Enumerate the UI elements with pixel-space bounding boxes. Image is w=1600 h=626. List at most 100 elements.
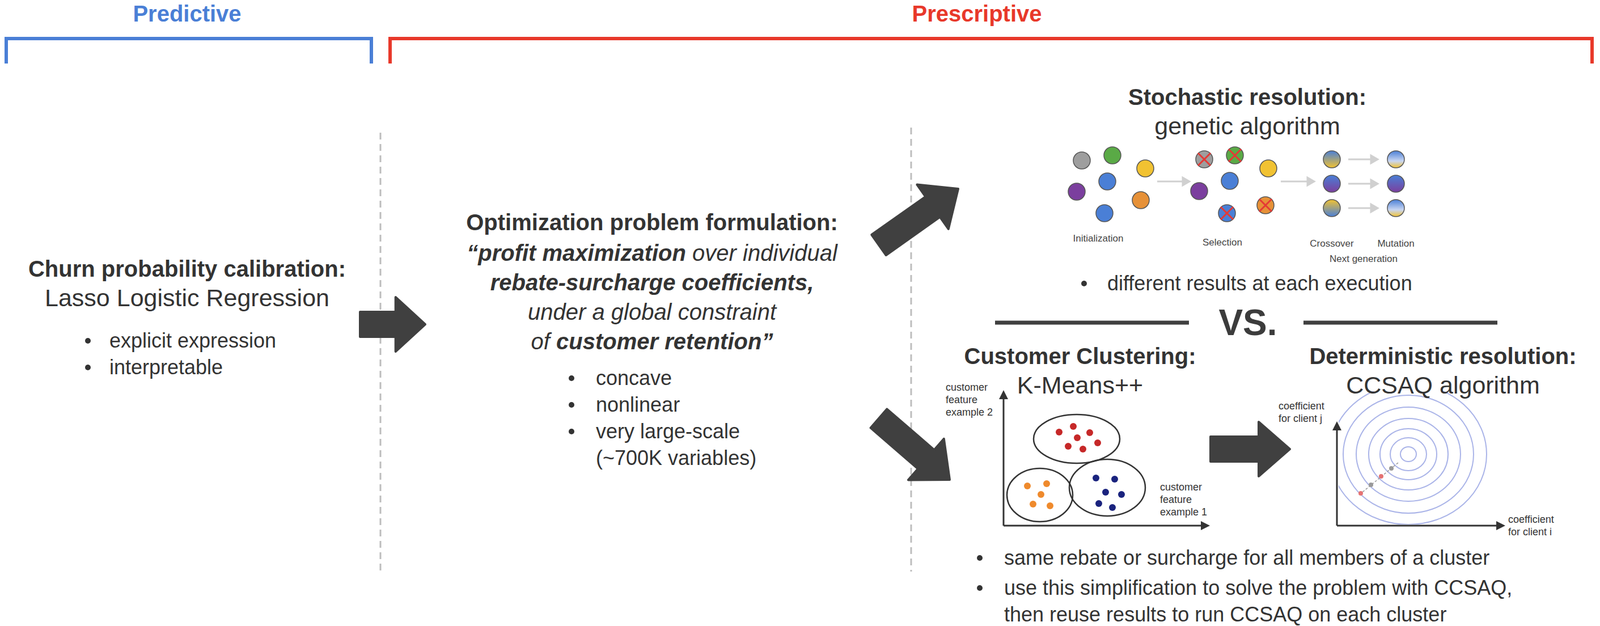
quote-word: maximization (542, 240, 687, 266)
node-subtitle: Lasso Logistic Regression (14, 282, 361, 313)
iterate (1368, 482, 1374, 488)
individual (1195, 150, 1213, 168)
individual (1218, 204, 1236, 222)
bullet-text: concave (595, 364, 672, 392)
label-box: Next generation (1306, 253, 1421, 265)
offspring (1323, 199, 1341, 217)
block-arrow (871, 184, 959, 256)
label-text: Next generation (1306, 253, 1421, 265)
cluster-points (1055, 422, 1102, 453)
quote-word: coefficients, (682, 269, 815, 295)
text-group: Optimization problem formulation: “profit… (425, 208, 879, 476)
block-arrow (360, 297, 426, 352)
axis (1003, 525, 1204, 527)
point (1086, 429, 1094, 437)
quote-word: customer (556, 328, 659, 354)
bullet-text: nonlinear (595, 391, 680, 418)
point (1092, 474, 1100, 482)
vs-rule (995, 320, 1189, 325)
point (1037, 490, 1045, 498)
label-text: Predictive (73, 0, 301, 28)
individual (1221, 172, 1239, 190)
label-text: VS. (1191, 300, 1305, 345)
point (1118, 490, 1125, 498)
label-box: Initialization (1052, 233, 1144, 245)
bullet-text: use this simplification to solve the pro… (1004, 574, 1538, 626)
bullet-dot (1081, 280, 1087, 287)
quote-word: global (611, 299, 672, 325)
bullet-item: different results at each execution (958, 269, 1537, 297)
node-title: Optimization problem formulation: (425, 208, 879, 236)
label-text: coefficient for client j (1278, 399, 1331, 425)
bullet-dot (568, 375, 575, 382)
cluster-outline (1006, 468, 1073, 522)
label-text: Crossover (1297, 238, 1366, 250)
rejection-marks (1198, 149, 1272, 220)
axis-head (1496, 521, 1506, 531)
quote-word: “profit (466, 240, 536, 266)
prescriptive-bracket (390, 38, 1593, 64)
node-title: Stochastic resolution: (958, 83, 1537, 111)
step-arrow-head (1182, 177, 1190, 186)
axis (1336, 428, 1339, 526)
individual (1256, 196, 1274, 214)
bullet-item: concave (425, 364, 879, 392)
genetic-population (1068, 146, 1405, 222)
quote-word: constraint (678, 299, 777, 325)
individual (1226, 146, 1244, 164)
label-box: Crossover (1297, 238, 1366, 250)
individual (1103, 146, 1121, 164)
bullet-text: same rebate or surcharge for all members… (1004, 544, 1572, 571)
bullet-item: interpretable (14, 353, 361, 381)
bullet-dot (976, 585, 983, 591)
label-text: coefficient for client i (1508, 513, 1561, 539)
text-group: Churn probability calibration:Lasso Logi… (14, 255, 361, 383)
bullet-dot (568, 428, 575, 435)
bullet-dot (568, 401, 575, 408)
step-arrow-head (1307, 177, 1315, 186)
dashed-divider (910, 127, 913, 572)
cluster-points (1092, 474, 1125, 511)
offspring (1323, 150, 1341, 168)
label-text: Prescriptive (863, 0, 1091, 28)
axis-head (1332, 421, 1342, 431)
cross-mark (1220, 206, 1234, 220)
point (1069, 422, 1077, 430)
step-arrows (1157, 155, 1378, 213)
cross-mark (1198, 153, 1211, 166)
point (1111, 475, 1119, 483)
cross-mark (1228, 149, 1242, 162)
label-box: coefficient for client j (1278, 399, 1331, 425)
node-title: Customer Clustering: (949, 342, 1211, 370)
label-text: customer feature example 2 (945, 381, 998, 419)
point (1094, 439, 1102, 447)
bullet-item: explicit expression (14, 327, 361, 354)
node-subtitle: genetic algorithm (958, 110, 1537, 142)
quote-word: individual (742, 240, 838, 266)
axis (1002, 396, 1005, 526)
text-group: Stochastic resolution:genetic algorithm d… (958, 83, 1537, 305)
individual (1136, 159, 1154, 177)
step-arrow (1348, 158, 1373, 161)
individual (1098, 172, 1116, 190)
point (1064, 442, 1072, 450)
iterate (1389, 466, 1394, 471)
contour (1356, 407, 1461, 502)
label-box: use this simplification to solve the pro… (1004, 574, 1538, 626)
label-box: customer feature example 2 (945, 381, 998, 419)
quote-word: retention” (664, 328, 773, 354)
label-box: same rebate or surcharge for all members… (1004, 544, 1572, 571)
point (1102, 488, 1110, 496)
iterate (1358, 490, 1364, 496)
bullet-dot (85, 364, 91, 371)
offspring (1323, 175, 1341, 193)
node-subtitle: CCSAQ algorithm (1289, 369, 1597, 401)
individual (1068, 183, 1086, 201)
cross-mark (1259, 199, 1272, 212)
point (1029, 500, 1037, 508)
label-box: Prescriptive (863, 0, 1091, 28)
point (1079, 445, 1087, 453)
descent-path (1359, 462, 1399, 495)
mutant (1387, 175, 1405, 193)
label-box: VS. (1191, 300, 1305, 345)
